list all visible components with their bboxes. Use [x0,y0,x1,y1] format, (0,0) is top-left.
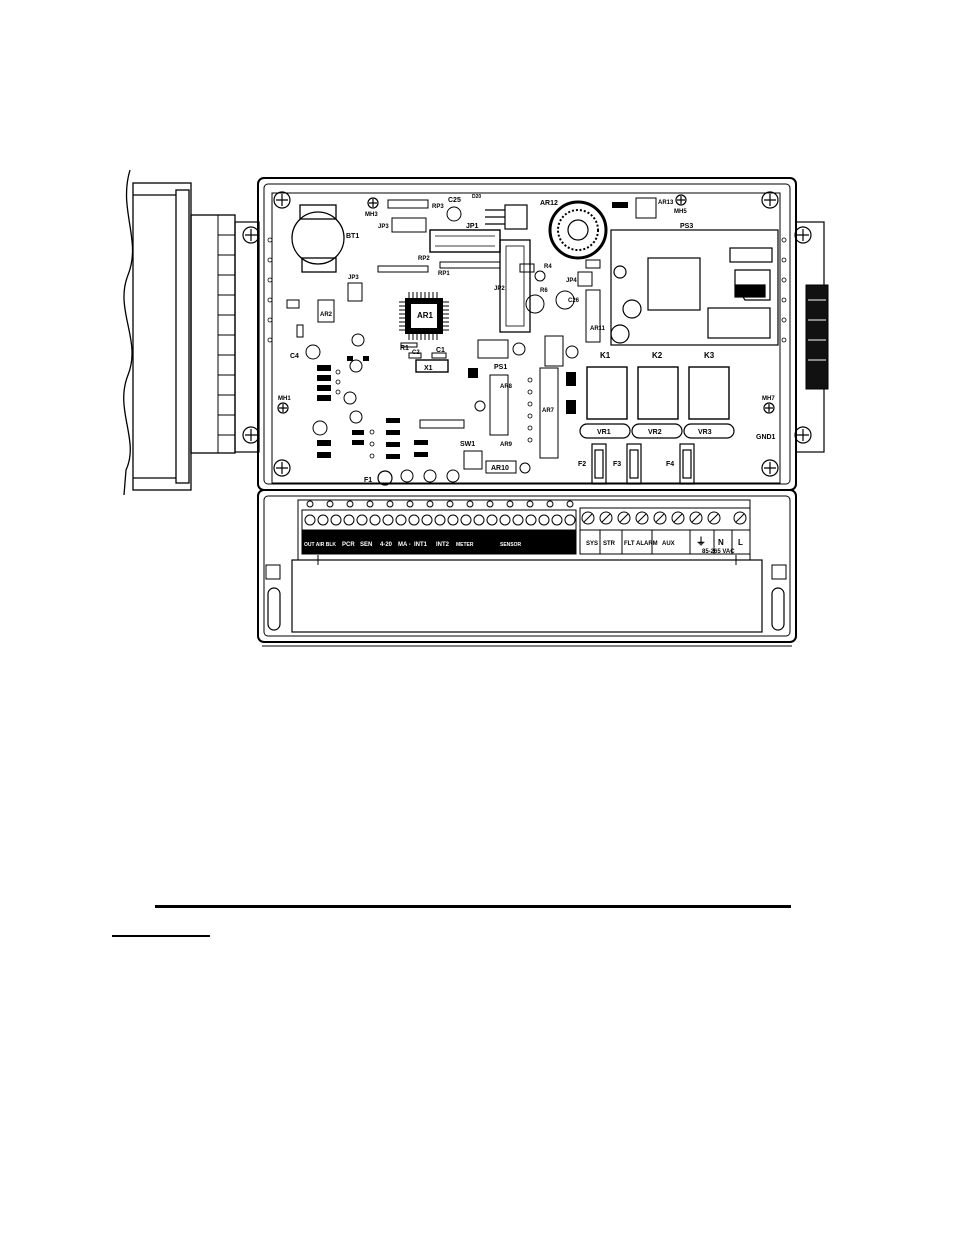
terminal-4-20: 4-20 [380,542,393,548]
label-c4: C4 [290,353,299,360]
label-ps3: PS3 [680,223,693,230]
terminal-sen: SEN [360,542,372,548]
label-ar1: AR1 [417,311,434,320]
label-f1: F1 [364,477,372,484]
label-rp2: RP2 [418,256,430,262]
relays [586,366,730,420]
label-k3: K3 [704,351,715,360]
label-f4: F4 [666,461,674,468]
label-ar13: AR13 [658,200,674,206]
label-k2: K2 [652,351,663,360]
terminal-screws [301,500,751,565]
label-r6: R6 [540,288,548,294]
label-vr1: VR1 [597,429,611,436]
terminal-ground: ⏚ [696,536,706,548]
test-pads [267,237,787,459]
regulator-ar12 [485,204,528,230]
label-mh5: MH5 [674,209,687,215]
label-vr2: VR2 [648,429,662,436]
label-ar9: AR9 [500,442,513,448]
toroid-inductor [548,200,608,260]
terminal-line: L [738,538,743,547]
terminal-labels: OUT AIR BLK PCR SEN 4-20 MA - INT1 INT2 … [304,536,743,555]
label-c1: C1 [436,347,445,354]
terminal-out-air-blk: OUT AIR BLK [304,542,336,548]
label-vr3: VR3 [698,429,712,436]
terminal-neutral: N [718,538,724,547]
terminal-pcr: PCR [342,542,355,548]
passive-components [286,197,657,483]
label-ps1: PS1 [494,364,507,371]
label-jp1: JP1 [466,223,479,230]
power-supply-ps3 [610,229,779,346]
ar1-processor [399,292,449,340]
terminal-label-strip [301,529,751,555]
varistors [579,423,735,439]
label-ar10: AR10 [491,465,509,472]
label-mh1: MH1 [278,396,291,402]
terminal-sys: SYS [586,541,598,547]
terminal-aux: AUX [662,541,675,547]
terminal-voltage: 85-265 VAC [702,549,735,555]
terminal-str: STR [603,541,616,547]
caption-underline [112,935,210,937]
label-c2: C2 [412,350,420,356]
label-f3: F3 [613,461,621,468]
fuses [377,443,695,486]
label-rp1: RP1 [438,271,450,277]
label-ar2: AR2 [320,312,333,318]
label-k1: K1 [600,351,611,360]
mounting-screws [242,191,812,477]
component-labels: BT1 MH3 RP3 C25 D20 AR12 AR13 MH5 PS3 JP… [278,194,776,484]
terminal-sensor: SENSOR [500,542,522,548]
label-d20: D20 [472,194,481,200]
label-ar11: AR11 [590,326,606,332]
label-jp9: JP3 [378,224,389,230]
terminal-meter: METER [456,542,474,548]
enclosure [234,177,829,647]
label-jp2: JP2 [494,286,505,292]
terminal-ma: MA - [398,542,411,548]
terminal-int2: INT2 [436,542,450,548]
hinged-cover [123,169,236,496]
label-r1: R1 [400,345,409,352]
label-sw1: SW1 [460,441,475,448]
smd-parts [317,202,628,459]
terminal-flt-alarm: FLT ALARM [624,541,658,547]
label-mh3: MH3 [365,212,378,218]
terminal-int1: INT1 [414,542,428,548]
label-rp3: RP3 [432,204,444,210]
label-gnd1: GND1 [756,434,776,441]
label-x1: X1 [424,365,433,372]
label-ar12: AR12 [540,200,558,207]
section-rule [155,905,791,908]
label-c25: C25 [448,197,461,204]
label-c26: C26 [568,298,580,304]
label-jp3: JP3 [348,275,359,281]
label-jp4: JP4 [566,278,577,284]
label-ar8: AR8 [500,384,513,390]
label-ar7: AR7 [542,408,555,414]
label-r4: R4 [544,264,552,270]
label-mh7: MH7 [762,396,775,402]
label-f2: F2 [578,461,586,468]
headers [317,199,564,367]
battery-bt1 [291,204,345,273]
label-bt1: BT1 [346,233,359,240]
